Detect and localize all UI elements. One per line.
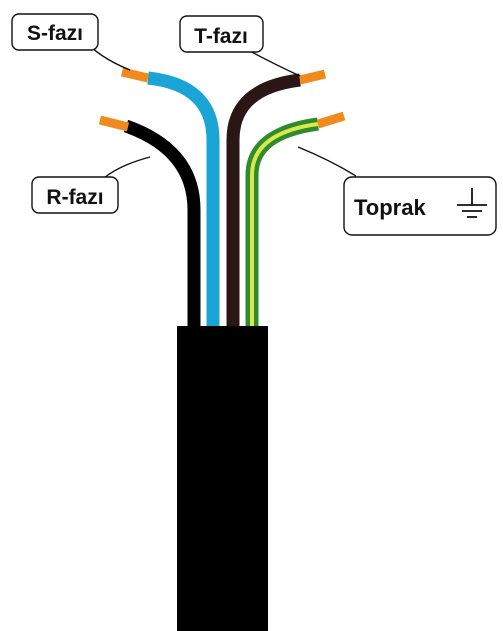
- s-phase-callout: S-fazı: [11, 13, 131, 71]
- ground-label: Toprak: [354, 195, 426, 220]
- r-phase-label: R-fazı: [46, 186, 103, 209]
- s-phase-wire: [120, 67, 220, 330]
- r-phase-callout: R-fazı: [31, 156, 151, 214]
- r-phase-copper-tip: [98, 115, 130, 132]
- ground-wire: [245, 111, 346, 330]
- cable-jacket: [177, 326, 268, 631]
- ground-symbol-icon: [457, 188, 487, 218]
- s-phase-label: S-fazı: [27, 22, 83, 45]
- r-phase-wire: [98, 115, 201, 330]
- t-phase-copper-tip: [298, 69, 327, 85]
- t-phase-callout: T-fazı: [179, 15, 301, 77]
- ground-callout: Toprak: [297, 146, 497, 236]
- t-phase-label: T-fazı: [194, 25, 248, 48]
- ground-copper-tip: [316, 111, 346, 129]
- s-phase-copper-tip: [120, 67, 150, 83]
- t-phase-wire: [226, 69, 327, 330]
